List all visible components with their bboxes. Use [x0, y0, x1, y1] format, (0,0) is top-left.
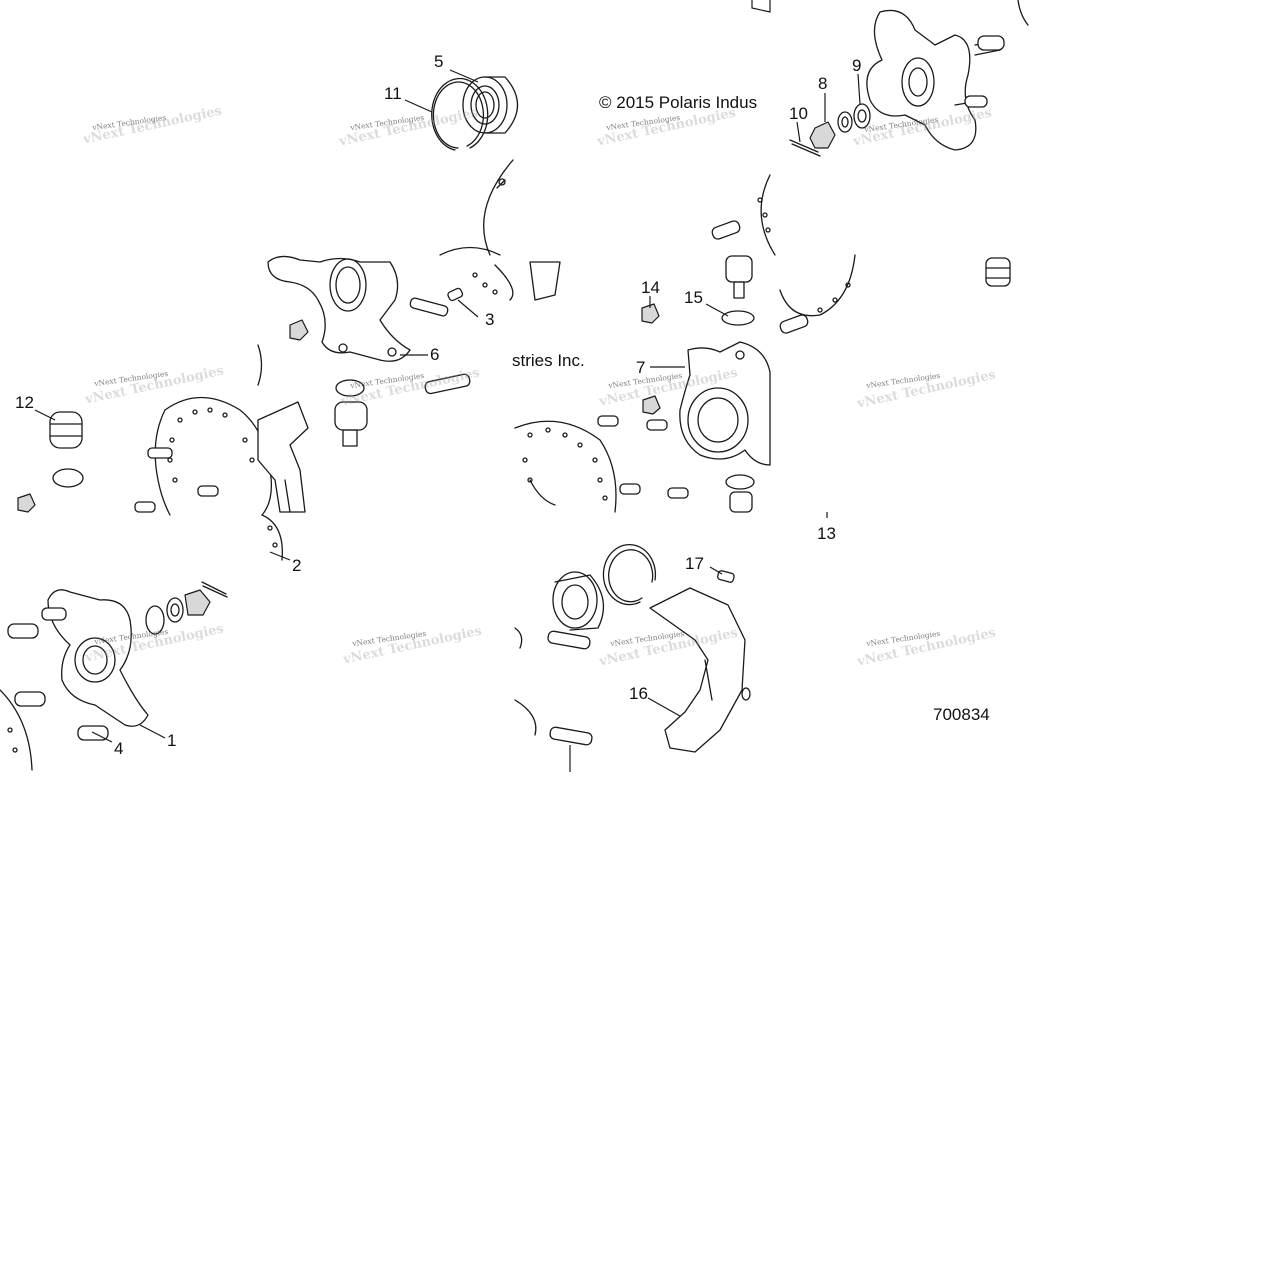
callout-13: 13	[817, 524, 836, 543]
callout-10: 10	[789, 104, 808, 123]
bolts-right	[597, 415, 689, 499]
callout-7: 7	[636, 358, 646, 377]
ball-joint-lower-right	[725, 474, 755, 513]
brake-disc-center	[439, 246, 514, 301]
bolt-left-bottom	[134, 501, 156, 513]
callout-4: 4	[114, 739, 124, 758]
callout-17: 17	[685, 554, 704, 573]
caliper-partial-top	[529, 261, 561, 301]
cotter-pin-lower	[201, 581, 228, 598]
cotter-pin	[789, 139, 821, 157]
pin-lower	[741, 687, 751, 701]
steering-knuckle-left	[267, 255, 411, 362]
nut-right	[642, 395, 661, 415]
retaining-ring-15	[721, 310, 755, 326]
castle-nut-lower	[184, 589, 211, 616]
knuckle-bolt-3	[409, 297, 449, 317]
callout-3: 3	[485, 310, 495, 329]
tile-seams	[257, 0, 1029, 386]
nut-left	[289, 319, 309, 341]
nut-14	[641, 303, 660, 324]
callout-1: 1	[167, 731, 177, 750]
ball-joint-center	[334, 401, 368, 447]
leader-lines	[34, 69, 861, 772]
retaining-ring-12	[52, 468, 84, 488]
steering-knuckle-right	[679, 341, 771, 466]
ball-joint-12	[49, 411, 83, 449]
bolts-lower-center	[547, 630, 593, 746]
ball-joint-upper	[725, 255, 753, 299]
figure-number: 700834	[933, 705, 990, 724]
bolt-center	[424, 373, 471, 395]
stud-bolt-upper	[711, 220, 741, 240]
callout-11: 11	[384, 84, 402, 103]
snap-ring-lower	[602, 544, 657, 606]
washers-lower	[145, 597, 184, 635]
callout-2: 2	[292, 556, 302, 575]
wheel-hub-lower	[47, 589, 149, 727]
copyright-text-top: © 2015 Polaris Indus	[599, 93, 758, 112]
wheel-hub-upper	[866, 9, 1005, 151]
callout-6: 6	[430, 345, 440, 364]
copyright-text-bottom: stries Inc.	[512, 351, 585, 370]
callout-16: 16	[629, 684, 648, 703]
retaining-ring-center	[335, 379, 365, 397]
caliper-bracket-left	[257, 401, 309, 513]
brake-disc-left	[147, 396, 273, 516]
washer-9	[853, 103, 871, 129]
callout-5: 5	[434, 52, 444, 71]
disc-2-partial	[261, 514, 283, 561]
callout-12: 12	[15, 393, 34, 412]
brake-disc-partial-right	[757, 174, 856, 334]
brake-disc-partial-top	[483, 159, 514, 256]
ball-joint-far-right	[985, 257, 1011, 287]
brake-disc-right	[514, 420, 617, 513]
brake-disc-lower-left	[0, 689, 33, 771]
small-screw-3	[447, 287, 464, 302]
callout-15: 15	[684, 288, 703, 307]
callout-14: 14	[641, 278, 660, 297]
nut-left-bottom	[17, 493, 36, 513]
disc-partial-lower-center	[514, 627, 537, 736]
callout-9: 9	[852, 56, 862, 75]
callout-8: 8	[818, 74, 828, 93]
caliper-bracket-16	[649, 587, 746, 753]
wheel-bearing-lower	[552, 571, 605, 631]
castle-nut	[809, 121, 836, 149]
wheel-bearing	[462, 76, 518, 134]
snap-ring	[431, 77, 489, 151]
washer-8	[837, 111, 853, 133]
